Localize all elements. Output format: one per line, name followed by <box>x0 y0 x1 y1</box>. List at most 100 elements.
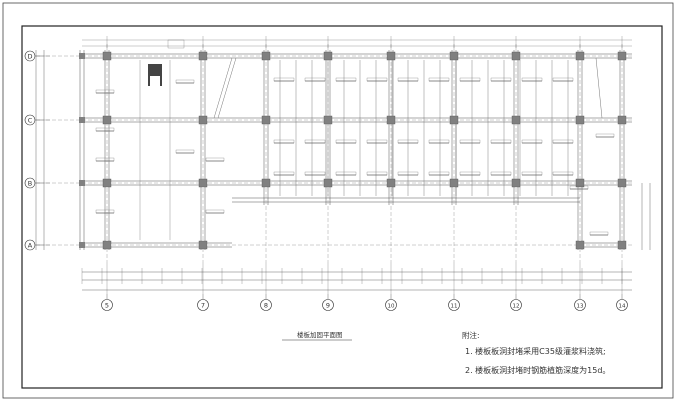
column <box>198 178 208 188</box>
slab-tag <box>175 79 195 84</box>
axis-grid-lines <box>40 44 632 262</box>
note-2: 2. 楼板板洞封堵时钢筋植筋深度为15d。 <box>465 365 610 375</box>
column <box>79 242 85 248</box>
column <box>575 51 585 61</box>
column <box>102 51 112 61</box>
slab-tag <box>366 171 388 176</box>
leader-tag <box>167 39 185 49</box>
note-1: 1. 楼板板洞封堵采用C35级灌浆料浇筑; <box>465 346 606 356</box>
slab-tag <box>459 77 481 82</box>
slab-tag <box>490 77 512 82</box>
slab-tag <box>273 77 295 82</box>
slab-tag <box>175 149 195 154</box>
slab-tag <box>490 171 512 176</box>
axis-label-11: 11 <box>451 304 458 310</box>
column <box>575 240 585 250</box>
axis-bubble-C <box>24 114 36 126</box>
slab-tag <box>521 171 543 176</box>
axis-label-8: 8 <box>264 302 268 310</box>
drawing-title: 楼板加固平面图 <box>297 330 343 339</box>
slab-tag <box>304 171 326 176</box>
slab-annotations <box>95 39 615 236</box>
column <box>449 178 459 188</box>
column <box>386 115 396 125</box>
axis-bubble-11 <box>448 299 460 311</box>
slab-tag <box>595 133 615 138</box>
slab-tag <box>335 77 357 82</box>
column <box>102 115 112 125</box>
axis-label-7: 7 <box>201 302 205 310</box>
axis-bubble-8 <box>260 299 272 311</box>
slab-tag <box>428 139 450 144</box>
dimension-lines <box>30 36 651 294</box>
slab-tag <box>459 171 481 176</box>
slab-tag <box>205 209 225 214</box>
slab-tag <box>459 139 481 144</box>
axis-bubble-7 <box>197 299 209 311</box>
column <box>617 51 627 61</box>
stair-line <box>213 57 233 119</box>
notes-title: 附注: <box>462 330 480 340</box>
axis-label-B: B <box>28 180 32 188</box>
axis-label-10: 10 <box>388 304 395 310</box>
column <box>323 178 333 188</box>
axis-label-14: 14 <box>619 304 626 310</box>
stair-block-inner <box>150 76 160 86</box>
slab-tag <box>490 139 512 144</box>
axis-bubble-14 <box>616 299 628 311</box>
axis-bubble-5 <box>101 299 113 311</box>
axis-label-D: D <box>27 53 32 61</box>
stair-line <box>217 57 237 119</box>
stair-line <box>595 57 603 119</box>
column <box>617 178 627 188</box>
axis-label-9: 9 <box>326 302 330 310</box>
column <box>102 240 112 250</box>
slab-tag <box>552 171 574 176</box>
column <box>79 180 85 186</box>
axis-bubble-12 <box>510 299 522 311</box>
slab-tag <box>304 77 326 82</box>
axis-label-5: 5 <box>105 302 109 310</box>
axis-label-12: 12 <box>513 304 520 310</box>
column <box>449 51 459 61</box>
slab-tag <box>552 77 574 82</box>
column <box>323 51 333 61</box>
slab-tag <box>335 139 357 144</box>
column <box>511 115 521 125</box>
column <box>198 51 208 61</box>
axis-bubble-D <box>24 50 36 62</box>
axis-label-13: 13 <box>577 304 584 310</box>
axis-bubble-B <box>24 177 36 189</box>
slab-tag <box>273 171 295 176</box>
slab-tag <box>304 139 326 144</box>
column <box>261 178 271 188</box>
column <box>449 115 459 125</box>
slab-tag <box>273 139 295 144</box>
slab-tag <box>521 77 543 82</box>
column <box>386 178 396 188</box>
column <box>261 115 271 125</box>
column <box>79 117 85 123</box>
axis-label-A: A <box>28 242 33 250</box>
column <box>575 178 585 188</box>
column <box>617 240 627 250</box>
column <box>617 115 627 125</box>
column <box>198 240 208 250</box>
axis-bubble-9 <box>322 299 334 311</box>
column-markers <box>79 51 627 250</box>
column <box>261 51 271 61</box>
vertical-axis-bubbles: 5 7 8 9 10 11 12 13 14 <box>101 294 628 311</box>
slab-tag <box>552 139 574 144</box>
inner-frame <box>21 25 663 389</box>
slab-tag <box>366 77 388 82</box>
column <box>575 115 585 125</box>
column <box>102 178 112 188</box>
column <box>198 115 208 125</box>
slab-tag <box>335 171 357 176</box>
slab-tag <box>366 139 388 144</box>
column <box>511 178 521 188</box>
